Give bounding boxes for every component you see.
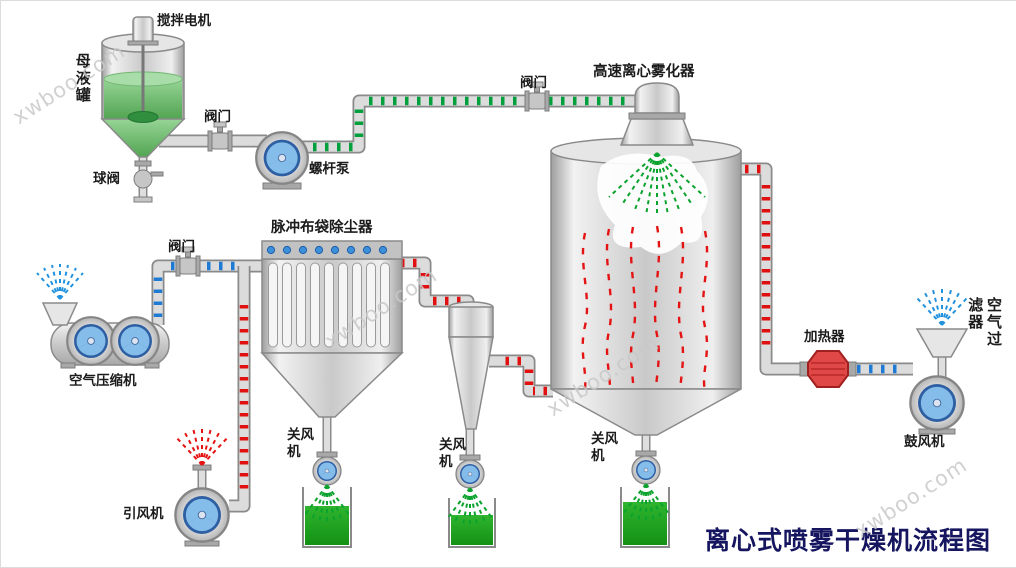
label-blower: 鼓风机 bbox=[904, 434, 945, 450]
atomizer-device bbox=[619, 82, 695, 146]
air-compressor-device bbox=[36, 264, 170, 369]
label-air-valve: 阀门 bbox=[168, 239, 195, 255]
air-filter-intake-spray bbox=[916, 289, 968, 326]
label-bag-filter: 脉冲布袋除尘器 bbox=[271, 220, 373, 236]
beaker-cyclone bbox=[448, 498, 496, 548]
label-induced-fan: 引风机 bbox=[123, 506, 164, 522]
ball-valve-device bbox=[133, 160, 164, 203]
hot-air-stripes bbox=[745, 164, 771, 353]
blower-device bbox=[909, 375, 965, 435]
label-air-filter: 空气过滤器 bbox=[966, 297, 1003, 348]
rotary-valve-tower bbox=[621, 450, 671, 524]
feed-line-stripes bbox=[313, 96, 627, 152]
label-heater: 加热器 bbox=[804, 329, 845, 345]
induced-draft-fan-device bbox=[174, 427, 230, 547]
cold-air-stripes-compressor bbox=[153, 261, 235, 317]
beaker-tower bbox=[620, 487, 670, 548]
label-mother-tank: 母液罐 bbox=[73, 53, 92, 104]
label-stir-motor: 搅拌电机 bbox=[157, 13, 211, 29]
spray-cloud bbox=[597, 153, 709, 254]
stripes-tower-cyclone bbox=[499, 356, 547, 396]
label-top-valve: 阀门 bbox=[520, 75, 547, 91]
label-atomizer: 高速离心雾化器 bbox=[593, 64, 695, 80]
filter-bags bbox=[268, 262, 390, 348]
rotary-valve-bagfilter bbox=[303, 451, 351, 525]
tower-to-cyclone-pipe bbox=[489, 354, 553, 398]
bag-filter-device bbox=[260, 240, 404, 418]
air-filter-device bbox=[915, 289, 969, 358]
label-air-compressor: 空气压缩机 bbox=[69, 373, 137, 389]
cyclone-device bbox=[448, 301, 494, 430]
label-feed-valve: 阀门 bbox=[204, 109, 231, 125]
feed-valve-device bbox=[207, 121, 233, 152]
heater-device bbox=[799, 350, 857, 388]
rotary-valve-cyclone bbox=[447, 454, 493, 527]
compressed-air-pipe bbox=[151, 259, 265, 325]
label-ball-valve: 球阀 bbox=[93, 171, 120, 187]
stripes-filter-cyclone bbox=[401, 258, 461, 306]
diagram-title: 离心式喷雾干燥机流程图 bbox=[705, 526, 992, 555]
compressor-intake-spray bbox=[36, 264, 84, 300]
label-rotary-valve-bagfilter: 关风 机 bbox=[287, 427, 314, 460]
compressor-intake-funnel bbox=[41, 302, 79, 326]
pulse-valve-dots bbox=[266, 245, 388, 255]
spray-tower-device bbox=[550, 137, 742, 436]
inducedfan-exhaust-spray bbox=[174, 427, 230, 466]
stir-motor bbox=[127, 16, 159, 46]
stirrer-paddle bbox=[127, 111, 159, 123]
label-rotary-valve-cyclone: 关风 机 bbox=[439, 437, 466, 470]
atomizer-spray bbox=[608, 152, 706, 217]
label-rotary-valve-tower: 关风 机 bbox=[591, 431, 618, 464]
screw-pump-device bbox=[255, 131, 309, 190]
exhaust-pipe bbox=[229, 266, 251, 513]
label-screw-pump: 螺杆泵 bbox=[309, 161, 350, 177]
feed-pipe-riser bbox=[295, 94, 635, 154]
flow-stripes bbox=[153, 96, 905, 497]
